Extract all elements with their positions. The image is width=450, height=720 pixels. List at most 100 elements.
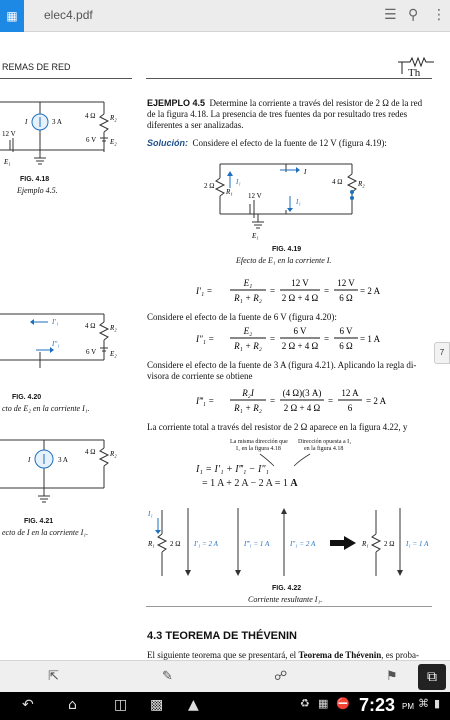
list-icon[interactable]: ☰ (384, 7, 397, 23)
eq3-den3: 6 (348, 403, 353, 413)
fig418-v-value: 12 V (2, 130, 16, 138)
fig419-v-value: 12 V (248, 192, 262, 200)
eq1-num1: E₁ (243, 278, 253, 288)
fig422-r1-label: R₁ (147, 540, 155, 548)
fig420-r2-label: R₂ (109, 324, 117, 332)
equation-i1-double-prime: I″₁ = E₂ R₁ + R₂ = 6 V 2 Ω + 4 Ω = 6 V 6… (196, 326, 381, 351)
paragraph-total: La corriente total a través del resistor… (147, 422, 408, 432)
fig419-i-label: I (303, 168, 307, 176)
fig422-a4-label: I₁ = 1 A (405, 540, 429, 548)
eq3-den1: R₁ + R₂ (233, 403, 262, 413)
fig421-i-label: I (27, 456, 31, 464)
example-heading: EJEMPLO 4.5 (147, 98, 206, 108)
svg-text:=: = (270, 396, 275, 406)
annotation-same-dir-2: I₁ en la figura 4.18 (236, 446, 281, 452)
fig421-r2-label: R₂ (109, 450, 117, 458)
usb-icon: ♻ (300, 697, 310, 710)
header-rule-right (146, 78, 432, 79)
equation-i1-triple-prime: I‴₁ = R₂I R₁ + R₂ = (4 Ω)(3 A) 2 Ω + 4 Ω… (196, 388, 387, 413)
fig-4-18-subtitle: Ejemplo 4.5. (17, 186, 58, 195)
eq2-lhs: I″₁ = (196, 334, 214, 344)
pdf-page[interactable]: REMAS DE RED Th 4 Ω R₂ I 3 A 12 V E₁ 6 V… (0, 32, 450, 660)
example-heading-line: EJEMPLO 4.5 Determine la corriente a tra… (147, 98, 422, 108)
page-number-tab[interactable]: 7 (434, 342, 450, 364)
fig-4-21-circuit: I 3 A 4 Ω R₂ (0, 439, 117, 503)
home-icon[interactable]: ⌂ (68, 697, 77, 713)
fig-4-19-subtitle: Efecto de E₁ en la corriente I. (236, 256, 332, 265)
fig422-r1-value: 2 Ω (170, 540, 180, 548)
fig422-a2-label: I‴₁ = 1 A (243, 540, 270, 548)
section-rule (146, 606, 432, 607)
fig-4-19-circuit: I₁ I I₁ 2 Ω R₁ 4 Ω R₂ 12 V E₁ (204, 163, 365, 240)
eq3-num1: R₂I (241, 388, 255, 398)
fig419-i1-label: I₁ (235, 178, 241, 186)
sum-line-2-text: = 1 A + 2 A − 2 A = 1 (202, 478, 291, 489)
eq2-num2: 6 V (293, 326, 307, 336)
document-icon[interactable]: ▦ (0, 0, 24, 32)
eq2-num1: E₂ (243, 326, 253, 336)
wifi-icon: ⌘ (418, 697, 429, 710)
document-title: elec4.pdf (44, 8, 93, 22)
fig419-r2-value: 4 Ω (332, 178, 342, 186)
qr-icon[interactable]: ▩ (150, 697, 164, 713)
solution-heading: Solución: (147, 138, 188, 148)
thevenin-symbol-icon: Th (398, 56, 434, 79)
eq1-den2: 2 Ω + 4 Ω (282, 293, 319, 303)
recents-icon[interactable]: ◫ (114, 697, 128, 713)
fig421-i-value: 3 A (58, 456, 68, 464)
annotation-arrows (259, 453, 311, 467)
fig422-a3-label: I″₁ = 2 A (289, 540, 316, 548)
svg-text:=: = (270, 334, 275, 344)
svg-text:=: = (324, 286, 329, 296)
eq2-den3: 6 Ω (339, 341, 353, 351)
bottom-toolbar: ⇱ ✎ ☍ ⚑ (0, 660, 450, 692)
fig420-e2-label: E₂ (109, 350, 117, 358)
bookmark-icon[interactable]: ⚑ (386, 669, 398, 684)
example-text-1: Determine la corriente a través del resi… (209, 98, 423, 108)
solution-text: Considere el efecto de la fuente de 12 V… (192, 138, 387, 148)
svg-text:=: = (328, 396, 333, 406)
svg-text:=: = (270, 286, 275, 296)
fig-4-22-subtitle: Corriente resultante I₁. (248, 595, 323, 604)
fit-width-icon[interactable]: ⇱ (48, 669, 59, 684)
fig-4-18-caption: FIG. 4.18 (20, 176, 50, 183)
header-rule (0, 78, 132, 79)
svg-text:=: = (324, 334, 329, 344)
menu-icon[interactable]: ▲ (188, 697, 199, 713)
sum-line-2: = 1 A + 2 A − 2 A = 1 A (202, 478, 298, 489)
fig422-r1b-label: R₁ (361, 540, 369, 548)
th-label: Th (408, 67, 421, 79)
eq2-num3: 6 V (339, 326, 353, 336)
fig419-i1b-label: I₁ (295, 198, 301, 206)
recent-apps-button[interactable]: ⧉ (418, 664, 446, 690)
last-text-b: Teorema de Thévenin (298, 650, 382, 660)
eq3-lhs: I‴₁ = (196, 396, 214, 406)
last-text-a: El siguiente teorema que se presentará, … (147, 650, 299, 660)
fig420-ipp1-label: I″₁ (51, 340, 60, 348)
eq2-den1: R₁ + R₂ (233, 341, 262, 351)
fig420-r2-value: 4 Ω (85, 322, 95, 330)
annotation-opposite-dir-2: en la figura 4.18 (304, 446, 344, 452)
eq2-den2: 2 Ω + 4 Ω (282, 341, 319, 351)
search-icon[interactable]: ⚲ (408, 7, 419, 23)
battery-icon: ▮ (434, 697, 441, 710)
annotate-icon[interactable]: ✎ (162, 669, 173, 684)
example-text-2: de la figura 4.18. La presencia de tres … (147, 109, 408, 119)
fig-4-21-caption: FIG. 4.21 (24, 518, 54, 525)
fig-4-22-diagram: I₁ R₁ 2 Ω I′₁ = 2 A I‴₁ = 1 A I″₁ = 2 A … (147, 508, 429, 576)
share-icon[interactable]: ☍ (274, 669, 288, 684)
paragraph-i-2: visora de corriente se obtiene (147, 371, 253, 381)
clock-ampm: PM (402, 702, 414, 711)
fig-4-21-subtitle: ecto de I en la corriente I₁. (2, 528, 89, 537)
more-menu-icon[interactable]: ⋮ (432, 7, 446, 23)
fig-4-20-circuit: I′₁ I″₁ 4 Ω R₂ 6 V E₂ (0, 313, 117, 368)
eq2-result: = 1 A (360, 334, 381, 344)
fig419-r1-value: 2 Ω (204, 182, 214, 190)
fig418-i-value: 3 A (52, 118, 62, 126)
sum-line-2-unit: A (290, 478, 298, 489)
eq1-num2: 12 V (291, 278, 309, 288)
back-icon[interactable]: ↶ (22, 697, 34, 713)
fig422-a1-label: I′₁ = 2 A (193, 540, 219, 548)
fig418-v2-value: 6 V (86, 136, 96, 144)
fig422-i1-label: I₁ (147, 510, 153, 518)
